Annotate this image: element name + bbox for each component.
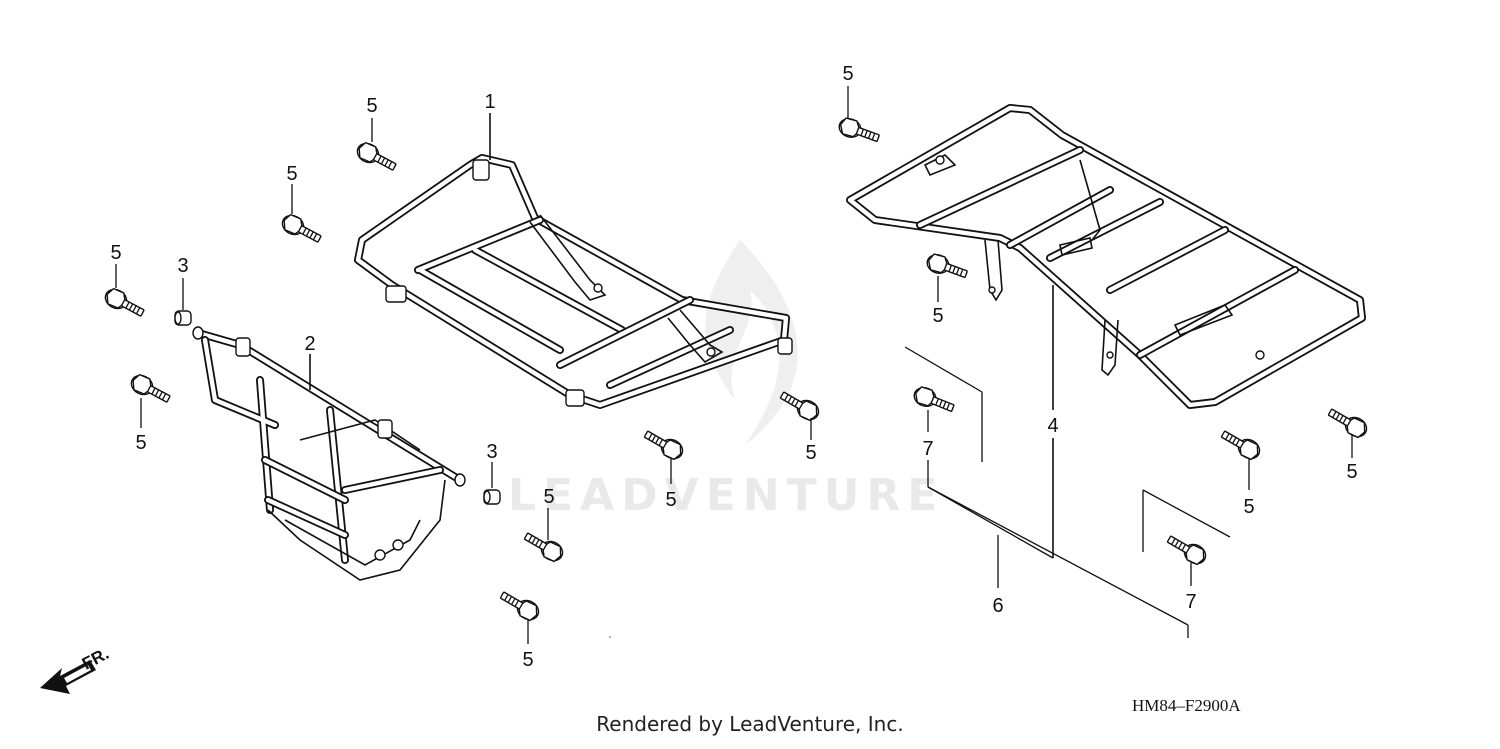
callout-2: 2 [304, 333, 315, 355]
bolt-5-c [101, 285, 148, 322]
callout-5-j: 5 [522, 649, 533, 671]
bolt-5-l [1324, 403, 1371, 441]
callout-5-g: 5 [805, 442, 816, 464]
bolt-5-d [127, 371, 174, 408]
callout-5-b: 5 [286, 163, 297, 185]
diagram-code: HM84–F2900A [1132, 696, 1241, 715]
bolt-5-h [640, 425, 687, 463]
bolt-5-j [496, 586, 543, 624]
bolt-5-e [835, 115, 882, 148]
watermark-text: LEADVENTURE [508, 470, 944, 521]
callout-7-b: 7 [1185, 591, 1196, 613]
bolt-5-i [520, 527, 567, 565]
front-carrier-part-1 [354, 113, 793, 409]
callout-1: 1 [484, 91, 495, 113]
callout-leaders [115, 86, 1353, 644]
front-direction-indicator: FR. [40, 644, 112, 694]
bolt-7-b [1163, 530, 1210, 568]
part-6-leader-lines [904, 346, 1231, 638]
collar-3-a [174, 310, 192, 326]
callout-5-k: 5 [1243, 496, 1254, 518]
callout-5-a: 5 [366, 95, 377, 117]
callout-5-l: 5 [1346, 461, 1357, 483]
bolt-7-a [910, 383, 957, 418]
bolt-5-f [923, 251, 970, 284]
bolt-5-g [776, 386, 823, 424]
front-guard-part-2 [192, 326, 466, 581]
callout-6: 6 [992, 595, 1003, 617]
render-credit: Rendered by LeadVenture, Inc. [596, 712, 904, 736]
bolt-5-a [353, 139, 400, 176]
callout-5-i: 5 [543, 486, 554, 508]
callout-3-a: 3 [177, 255, 188, 277]
callout-5-d: 5 [135, 432, 146, 454]
callout-5-h: 5 [665, 489, 676, 511]
callout-5-e: 5 [842, 63, 853, 85]
front-arrow-icon [40, 660, 96, 694]
callout-3-b: 3 [486, 441, 497, 463]
callout-4: 4 [1047, 415, 1058, 437]
rear-carrier-part-4 [846, 104, 1366, 558]
callout-7-a: 7 [922, 438, 933, 460]
bolt-5-k [1217, 425, 1264, 463]
callout-5-f: 5 [932, 305, 943, 327]
bolt-5-b [278, 211, 325, 248]
collar-3-b [483, 489, 501, 505]
watermark-logo [705, 240, 798, 445]
callout-5-c: 5 [110, 242, 121, 264]
